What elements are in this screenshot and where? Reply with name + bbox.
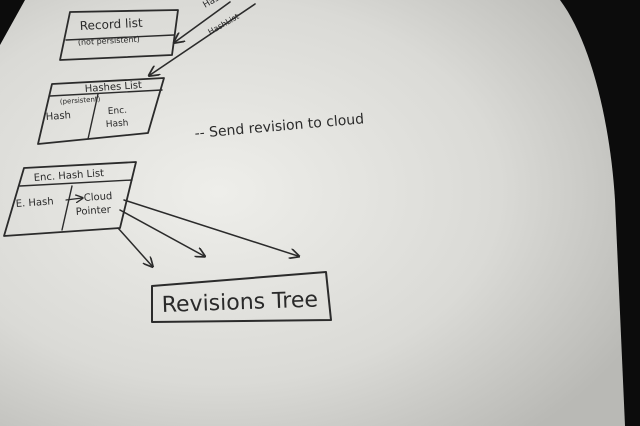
hashes-list-cell-left: Hash [45, 110, 71, 123]
hashes-list-cell-right-1: Enc. [108, 106, 128, 117]
record-list-title: Record list [79, 16, 143, 33]
cell-inner-arrow [65, 198, 82, 200]
enc-hash-list-title: Enc. Hash List [33, 168, 104, 184]
revisions-tree-label: Revisions Tree [161, 288, 318, 318]
enc-hash-list-cell-right-2: Pointer [75, 205, 112, 218]
hashes-list-cell-right-2: Hash [106, 118, 129, 130]
record-list-box: Record list (not persistent) [59, 9, 179, 61]
enc-hash-list-cell-left: E. Hash [15, 196, 54, 210]
tree-arrows [117, 199, 298, 266]
top-arrow-label-1: Hash [202, 0, 227, 11]
hashes-list-subtitle: (persistent) [60, 95, 101, 106]
hashes-list-title: Hashes List [84, 80, 142, 95]
record-list-subtitle: (not persistent) [78, 35, 140, 47]
enc-hash-list-cell-right-1: Cloud [83, 191, 112, 204]
revisions-tree-box: Revisions Tree [151, 271, 332, 323]
hashes-list-box: Hashes List (persistent) Hash Enc. Hash [37, 77, 165, 145]
enc-hash-list-box: Enc. Hash List E. Hash Cloud Pointer [3, 161, 137, 237]
